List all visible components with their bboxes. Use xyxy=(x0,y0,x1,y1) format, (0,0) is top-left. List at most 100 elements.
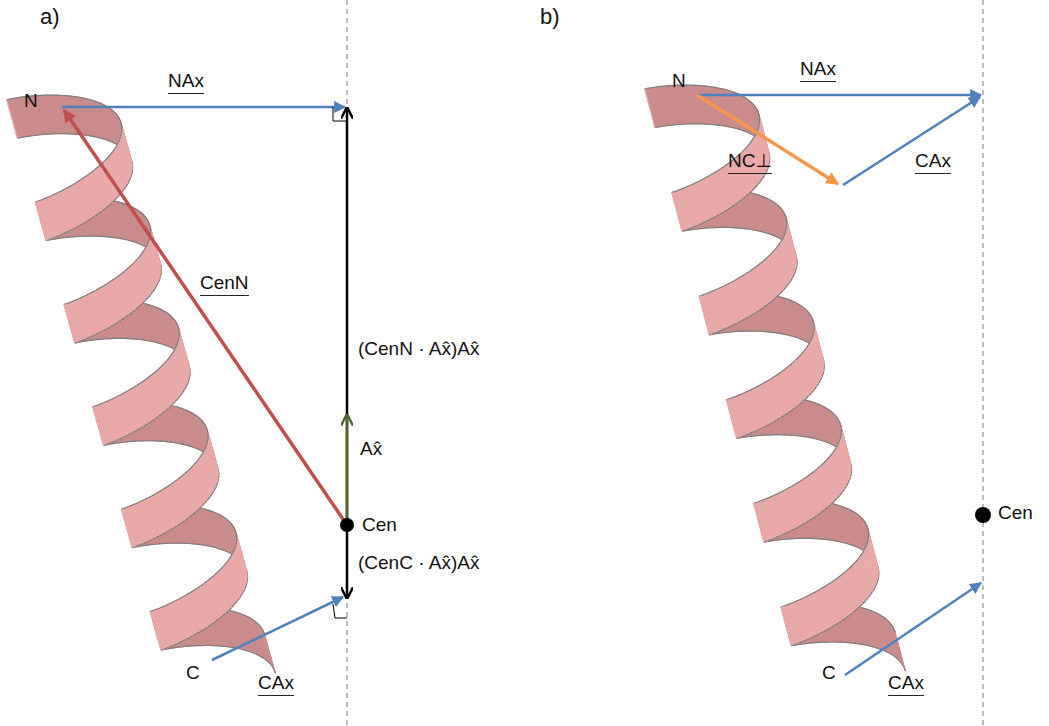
ribbon-segment xyxy=(121,509,132,548)
ribbon-segment xyxy=(94,406,106,445)
ribbon-segment xyxy=(781,607,792,646)
unit-vector-label: Ax̂ xyxy=(360,438,382,460)
ribbon-segment xyxy=(36,202,47,241)
ribbon-segment xyxy=(122,509,133,548)
ribbon-segment xyxy=(93,407,104,446)
ribbon-segment xyxy=(781,607,791,646)
projection-label: (CenC · Ax̂)Ax̂ xyxy=(358,552,479,574)
vector-label: CAx xyxy=(258,672,294,696)
ribbon-edge xyxy=(36,201,48,240)
ribbon-segment xyxy=(64,304,76,343)
ribbon-edge xyxy=(782,607,793,646)
ribbon-edge xyxy=(150,612,161,651)
ribbon-edge xyxy=(726,400,736,439)
ribbon-edge xyxy=(699,296,710,335)
terminus-label: C xyxy=(186,662,200,684)
ribbon-segment xyxy=(727,400,738,439)
ribbon-segment xyxy=(122,509,134,548)
ribbon-edge xyxy=(754,503,765,542)
axis-line xyxy=(347,0,983,726)
ribbon-segment xyxy=(93,406,105,445)
ribbon-edge xyxy=(150,611,161,650)
ribbon-edge xyxy=(93,407,104,446)
ribbon-segment xyxy=(674,191,685,230)
ribbon-segment xyxy=(151,611,163,650)
ribbon-segment xyxy=(672,193,682,232)
ribbon-segment xyxy=(93,407,104,446)
helix-ribbon xyxy=(645,85,906,671)
ribbon-segment xyxy=(782,606,793,645)
ribbon-segment xyxy=(754,503,764,542)
ribbon-edge xyxy=(727,399,738,438)
ribbon-edge xyxy=(122,509,133,548)
ribbon-segment xyxy=(93,407,104,446)
ribbon-segment xyxy=(64,304,75,343)
ribbon-segment xyxy=(7,100,18,139)
ribbon-edge xyxy=(121,509,132,548)
terminus-label: C xyxy=(822,662,836,684)
ribbon-edge xyxy=(37,201,49,240)
ribbon-edge xyxy=(645,89,655,128)
ribbon-edge xyxy=(781,607,791,646)
ribbon-edge xyxy=(754,503,764,542)
ribbon-segment xyxy=(151,611,163,650)
ribbon-edge xyxy=(36,202,47,241)
ribbon-segment xyxy=(35,202,46,241)
ribbon-edge xyxy=(672,193,682,232)
ribbon-edge xyxy=(94,406,106,445)
ribbon-segment xyxy=(727,399,738,438)
ribbon-segment xyxy=(756,502,767,541)
ribbon-edge xyxy=(700,296,711,335)
terminus-label: N xyxy=(672,70,686,92)
ribbon-edge xyxy=(699,296,709,335)
ribbon-edge xyxy=(728,399,739,438)
panel-letter: b) xyxy=(540,4,560,29)
ribbon-segment xyxy=(645,89,655,128)
ribbon-segment xyxy=(150,611,161,650)
ribbon-segment xyxy=(65,304,77,343)
ribbon-edge xyxy=(673,192,684,231)
ribbon-edge xyxy=(754,503,764,542)
ribbon-segment xyxy=(700,295,711,334)
ribbon-edge xyxy=(65,304,77,343)
ribbon-segment xyxy=(755,503,766,542)
projection-label: (CenN · Ax̂)Ax̂ xyxy=(358,338,479,360)
centroid-label: Cen xyxy=(362,514,397,536)
ribbon-edge xyxy=(93,407,104,446)
ribbon-segment xyxy=(726,400,736,439)
panel-letter: a) xyxy=(40,4,60,29)
ribbon-segment xyxy=(728,399,739,438)
ribbon-edge xyxy=(727,400,738,439)
ribbon-edge xyxy=(122,509,134,548)
ribbon-edge xyxy=(781,607,792,646)
helix-ribbon xyxy=(7,95,276,673)
ribbon-segment xyxy=(699,296,710,335)
vector-label: NAx xyxy=(800,58,836,82)
ribbon-edge xyxy=(7,100,18,139)
ribbon-edge xyxy=(93,406,105,445)
vector-arrows xyxy=(62,95,991,675)
centroid-label: Cen xyxy=(998,502,1033,524)
ribbon-edge xyxy=(672,192,682,231)
ribbon-edge xyxy=(755,503,766,542)
ribbon-segment xyxy=(64,304,75,343)
ribbon-edge xyxy=(672,192,683,231)
ribbon-edge xyxy=(700,295,711,334)
ribbon-segment xyxy=(700,296,711,335)
ribbon-edge xyxy=(151,611,163,650)
ribbon-edge xyxy=(726,400,736,439)
ribbon-edge xyxy=(756,502,767,541)
ribbon-segment xyxy=(264,632,276,673)
ribbon-segment xyxy=(754,503,765,542)
ribbon-segment xyxy=(123,508,135,547)
ribbon-edge xyxy=(64,304,75,343)
ribbon-edge xyxy=(674,191,685,230)
ribbon-segment xyxy=(121,509,132,548)
terminus-label: N xyxy=(24,90,38,112)
ribbon-segment xyxy=(37,201,49,240)
vector-label: CenN xyxy=(200,272,249,296)
ribbon-segment xyxy=(672,192,683,231)
ribbon-segment xyxy=(673,192,684,231)
vector-label: CAx xyxy=(888,672,924,696)
